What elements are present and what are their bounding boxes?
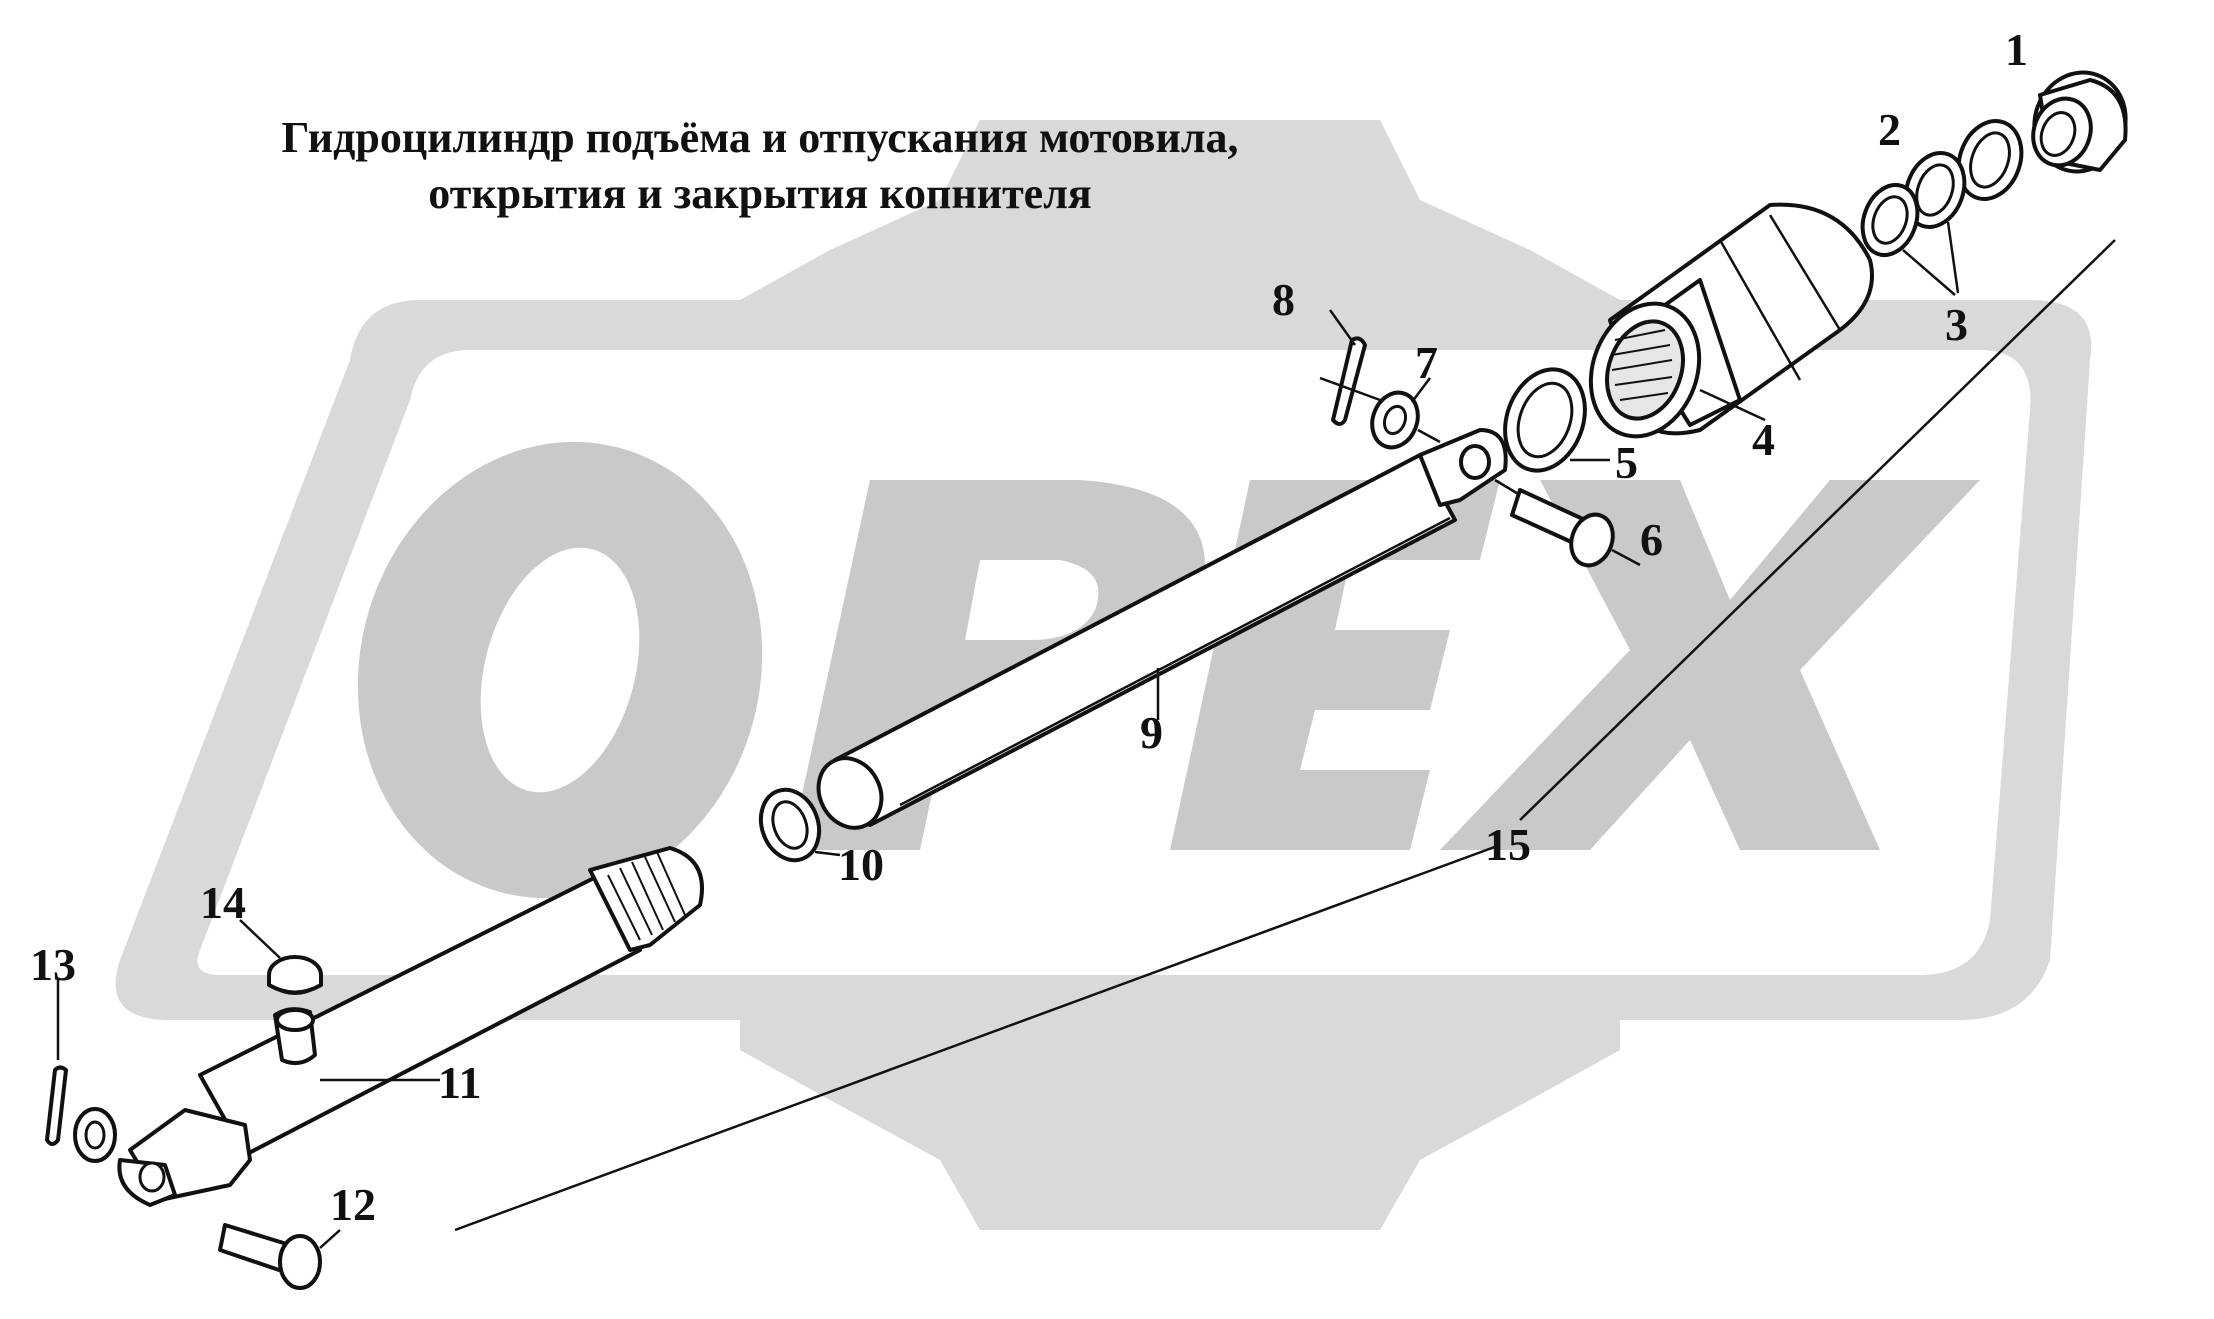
callout-10: 10: [838, 839, 884, 890]
callout-12: 12: [330, 1179, 376, 1230]
callout-9: 9: [1140, 707, 1163, 758]
part-14-cap: [239, 919, 323, 995]
callout-14: 14: [200, 877, 246, 928]
callout-5: 5: [1615, 437, 1638, 488]
watermark-letters: [357, 441, 1980, 899]
part-5-seal: [1503, 367, 1610, 473]
part-9-piston-rod: [816, 428, 1508, 830]
callout-7: 7: [1415, 337, 1438, 388]
callout-11: 11: [438, 1057, 481, 1108]
part-13-cotter-pin: [45, 980, 117, 1163]
callout-1: 1: [2005, 24, 2028, 75]
part-3-rings: [1860, 151, 1967, 296]
part-11-cylinder-body: [117, 846, 704, 1207]
leader-lines: [454, 239, 2116, 1232]
part-8-cotter-pin: [1319, 309, 1381, 426]
callout-3: 3: [1945, 299, 1968, 350]
callout-labels: 1 2 3 4 5 6 7 8 9 10 11 12 13 14 15: [30, 24, 2028, 1230]
callout-15: 15: [1485, 819, 1531, 870]
callout-2: 2: [1878, 104, 1901, 155]
part-2-ring: [1956, 119, 2024, 201]
title-line-1: Гидроцилиндр подъёма и отпускания мотови…: [281, 113, 1239, 162]
part-6-pin: [1494, 478, 1641, 568]
callout-6: 6: [1640, 514, 1663, 565]
callout-13: 13: [30, 939, 76, 990]
callout-4: 4: [1752, 414, 1775, 465]
callout-8: 8: [1272, 274, 1295, 325]
part-7-washer: [1370, 377, 1441, 450]
part-4-cylinder-head: [1588, 202, 1874, 439]
watermark-logo: [115, 120, 2092, 1230]
diagram-title: Гидроцилиндр подъёма и отпускания мотови…: [140, 110, 1380, 222]
part-12-pin: [218, 1223, 341, 1290]
part-10-seal: [758, 787, 841, 863]
part-1-nut: [2031, 70, 2128, 174]
title-line-2: открытия и закрытия копнителя: [428, 169, 1092, 218]
